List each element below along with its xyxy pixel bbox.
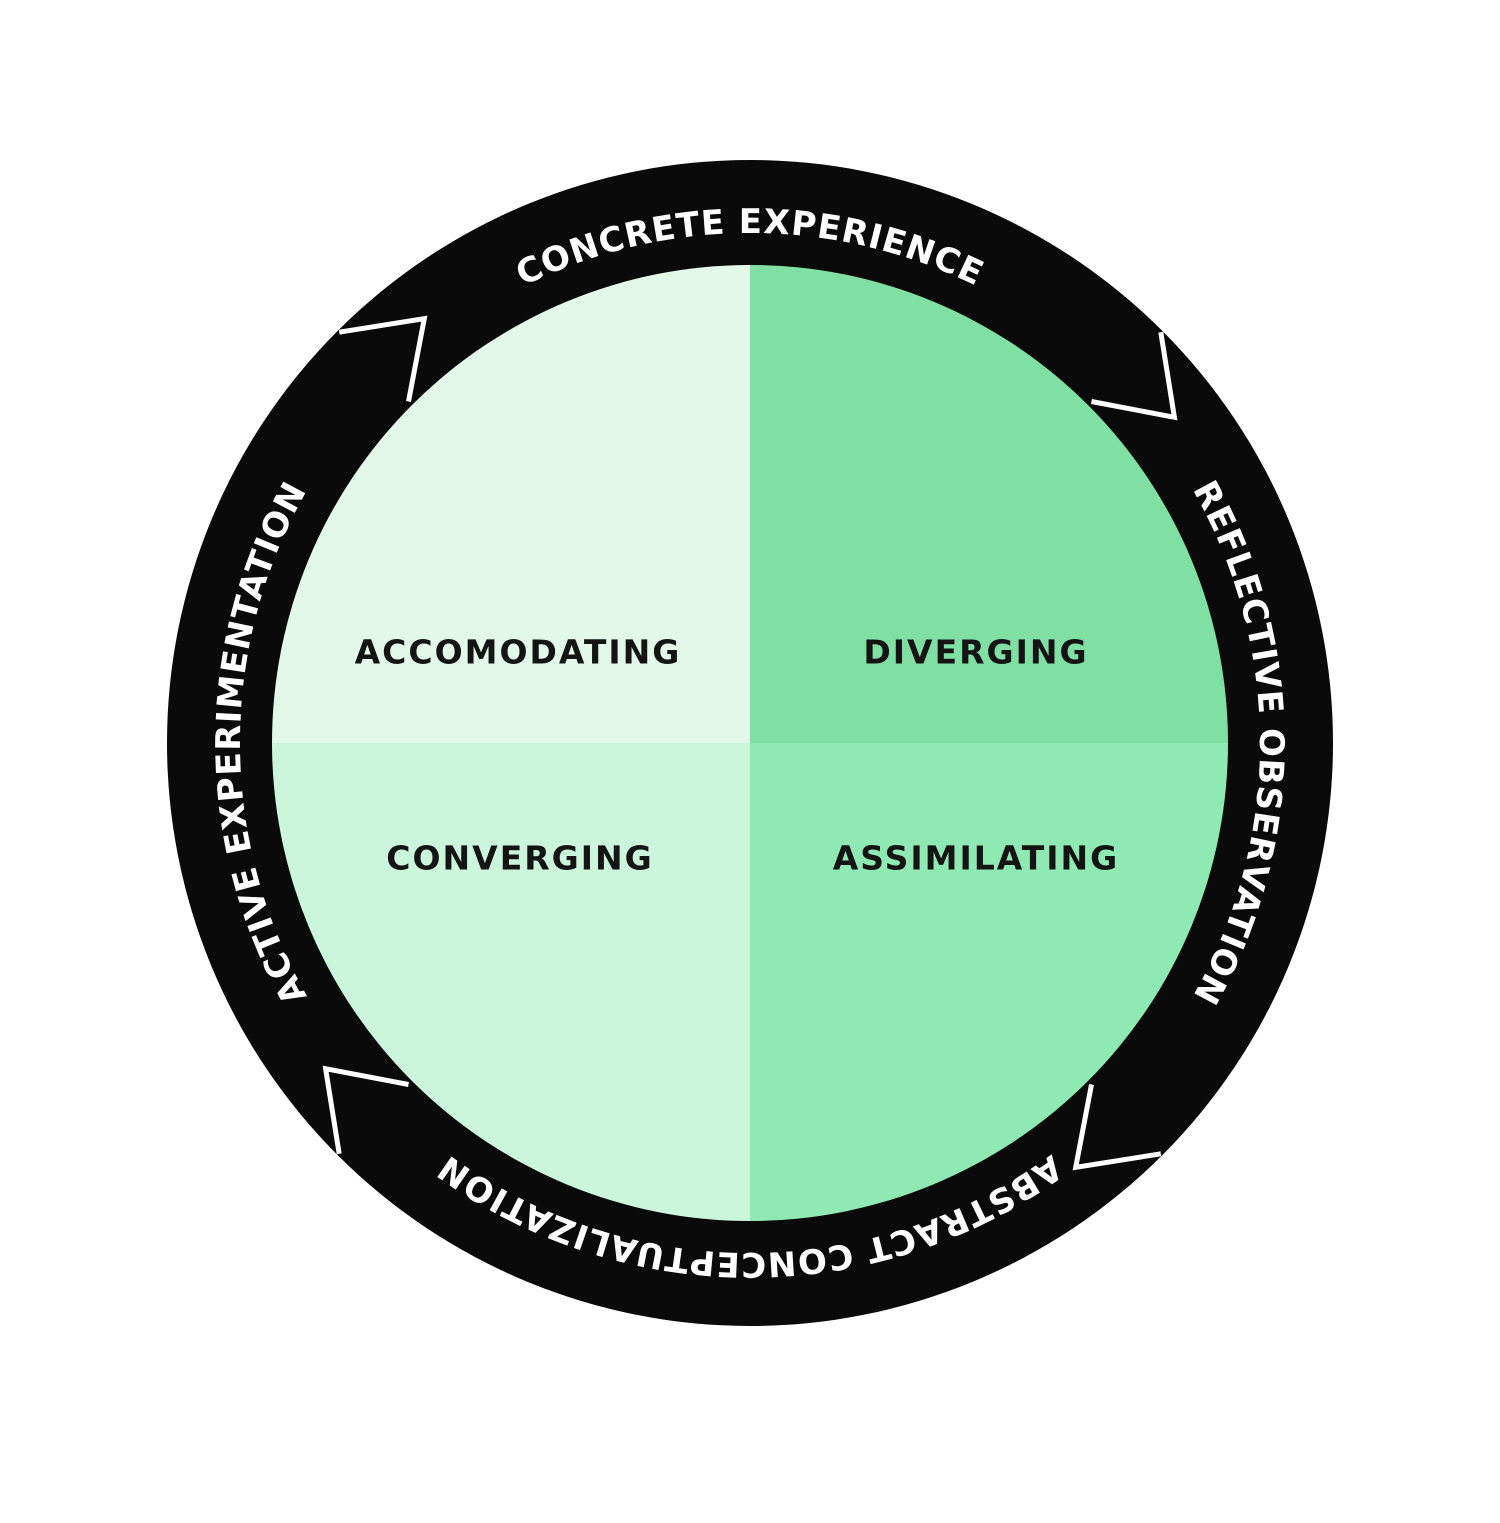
quadrant-bottom-right — [750, 743, 1228, 1221]
quadrant-top-right — [750, 265, 1228, 743]
quadrant-label-top-left: ACCOMODATING — [355, 633, 682, 672]
cycle-arrow-chevron — [338, 315, 428, 402]
quadrant-label-bottom-right: ASSIMILATING — [833, 839, 1120, 878]
quadrant-bottom-left — [272, 743, 750, 1221]
cycle-arrow-chevron — [322, 1065, 409, 1155]
quadrant-label-bottom-left: CONVERGING — [386, 839, 653, 878]
cycle-arrow-chevron — [1072, 1084, 1162, 1171]
cycle-arrow-chevron — [1091, 331, 1178, 421]
quadrant-top-left — [272, 265, 750, 743]
quadrant-label-top-right: DIVERGING — [863, 633, 1088, 672]
